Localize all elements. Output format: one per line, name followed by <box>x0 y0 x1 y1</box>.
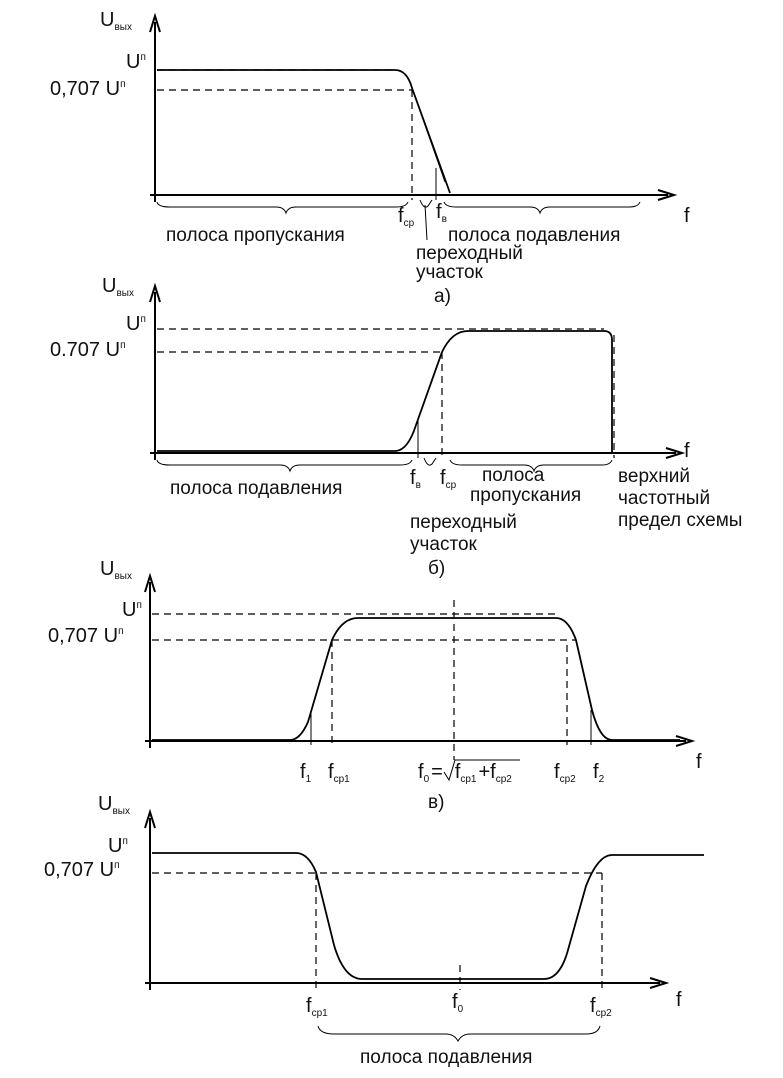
panel-a-x-arrow <box>657 189 678 201</box>
panel-b-level-top-label: Uп <box>126 313 146 335</box>
panel-c-sqrt-sign <box>443 759 520 782</box>
panel-c-f0-formula: f0=fср1+fср2 <box>418 761 512 785</box>
panel-c-response-curve <box>152 617 680 741</box>
panel-a-lowpass: Uвых Uп 0,707 Uп f fср fв полоса пропуск… <box>50 9 690 307</box>
panel-c-x-arrow <box>675 735 696 747</box>
panel-b-stop-band-label: полоса подавления <box>170 478 342 499</box>
panel-a-transition-label-2: участок <box>416 262 484 283</box>
panel-a-x-label: f <box>684 205 690 227</box>
panel-a-transition-leader <box>424 204 428 241</box>
panel-b-level-707-label: 0.707 Uп <box>50 339 125 361</box>
panel-c-fcp1-label: fср1 <box>328 761 350 785</box>
panel-a-y-arrow <box>149 12 161 33</box>
panel-a-level-top-label: Uп <box>126 51 146 73</box>
panel-a-slope-line <box>411 87 446 183</box>
panel-b-fcp-label: fср <box>440 467 457 491</box>
panel-a-caption: а) <box>434 286 451 307</box>
panel-b-upper-label-3: предел схемы <box>618 510 742 531</box>
panel-b-pass-band-label-2: пропускания <box>470 485 581 506</box>
panel-c-level-707-label: 0,707 Uп <box>48 625 123 647</box>
panel-b-stop-brace <box>156 459 413 473</box>
panel-d-response-curve <box>152 852 704 980</box>
panel-a-fb-label: fв <box>436 201 447 225</box>
panel-d-fcp1-label: fср1 <box>306 995 328 1019</box>
panel-d-bandstop: Uвых Uп 0,707 Uп f fср1 f0 fср2 полоса п… <box>44 793 704 1068</box>
panel-d-stop-brace <box>317 1025 601 1043</box>
panel-b-pass-band-label-1: полоса <box>482 465 545 486</box>
panel-a-pass-brace <box>156 201 409 215</box>
panel-d-f0-label: f0 <box>452 991 464 1015</box>
panel-d-level-top-label: Uп <box>108 835 128 857</box>
panel-a-transition-pointer <box>419 199 433 208</box>
panel-d-y-arrow <box>144 808 156 829</box>
panel-b-fb-label: fв <box>410 467 421 491</box>
panel-b-highpass: Uвых Uп 0.707 Uп f fв fср полоса подавле… <box>50 275 742 579</box>
panel-a-transition-label-1: переходный <box>416 243 523 264</box>
panel-d-level-707-label: 0,707 Uп <box>44 859 119 881</box>
panel-b-y-label: Uвых <box>102 275 134 299</box>
panel-d-x-arrow <box>649 977 670 989</box>
panel-b-x-label: f <box>684 440 690 462</box>
panel-a-fcp-label: fср <box>398 205 415 229</box>
panel-b-pass-brace <box>449 459 613 473</box>
panel-b-response-curve <box>157 330 613 452</box>
panel-b-x-arrow <box>665 447 686 459</box>
panel-a-y-label: Uвых <box>100 9 132 33</box>
panel-a-stop-band-label: полоса подавления <box>448 225 620 246</box>
panel-d-stop-band-label: полоса подавления <box>360 1047 532 1068</box>
panel-c-bandpass: Uвых Uп 0,707 Uп f f1 fср1 f0=fср1+fср2 … <box>48 558 702 813</box>
panel-a-pass-band-label: полоса пропускания <box>166 225 345 246</box>
panel-c-y-arrow <box>144 572 156 593</box>
panel-b-caption: б) <box>428 558 445 579</box>
panel-a-response-curve <box>157 69 451 194</box>
panel-c-x-label: f <box>696 751 702 773</box>
panel-b-upper-label-2: частотный <box>618 488 710 509</box>
panel-b-transition-label-2: участок <box>410 534 478 555</box>
panel-d-fcp2-label: fср2 <box>590 995 612 1019</box>
panel-c-caption: в) <box>428 792 444 813</box>
panel-d-x-label: f <box>676 989 682 1011</box>
panel-c-f2-label: f2 <box>593 761 605 785</box>
panel-a-stop-brace <box>443 201 641 215</box>
panel-c-y-label: Uвых <box>100 558 132 582</box>
panel-c-level-top-label: Uп <box>122 599 142 621</box>
panel-d-y-label: Uвых <box>98 793 130 817</box>
panel-a-level-707-label: 0,707 Uп <box>50 78 125 100</box>
panel-b-transition-label-1: переходный <box>410 512 517 533</box>
panel-b-transition-pointer <box>423 457 437 466</box>
panel-c-fcp2-label: fср2 <box>554 761 576 785</box>
panel-b-upper-label-1: верхний <box>618 466 690 487</box>
panel-b-y-arrow <box>149 282 161 303</box>
panel-c-f1-label: f1 <box>300 761 312 785</box>
